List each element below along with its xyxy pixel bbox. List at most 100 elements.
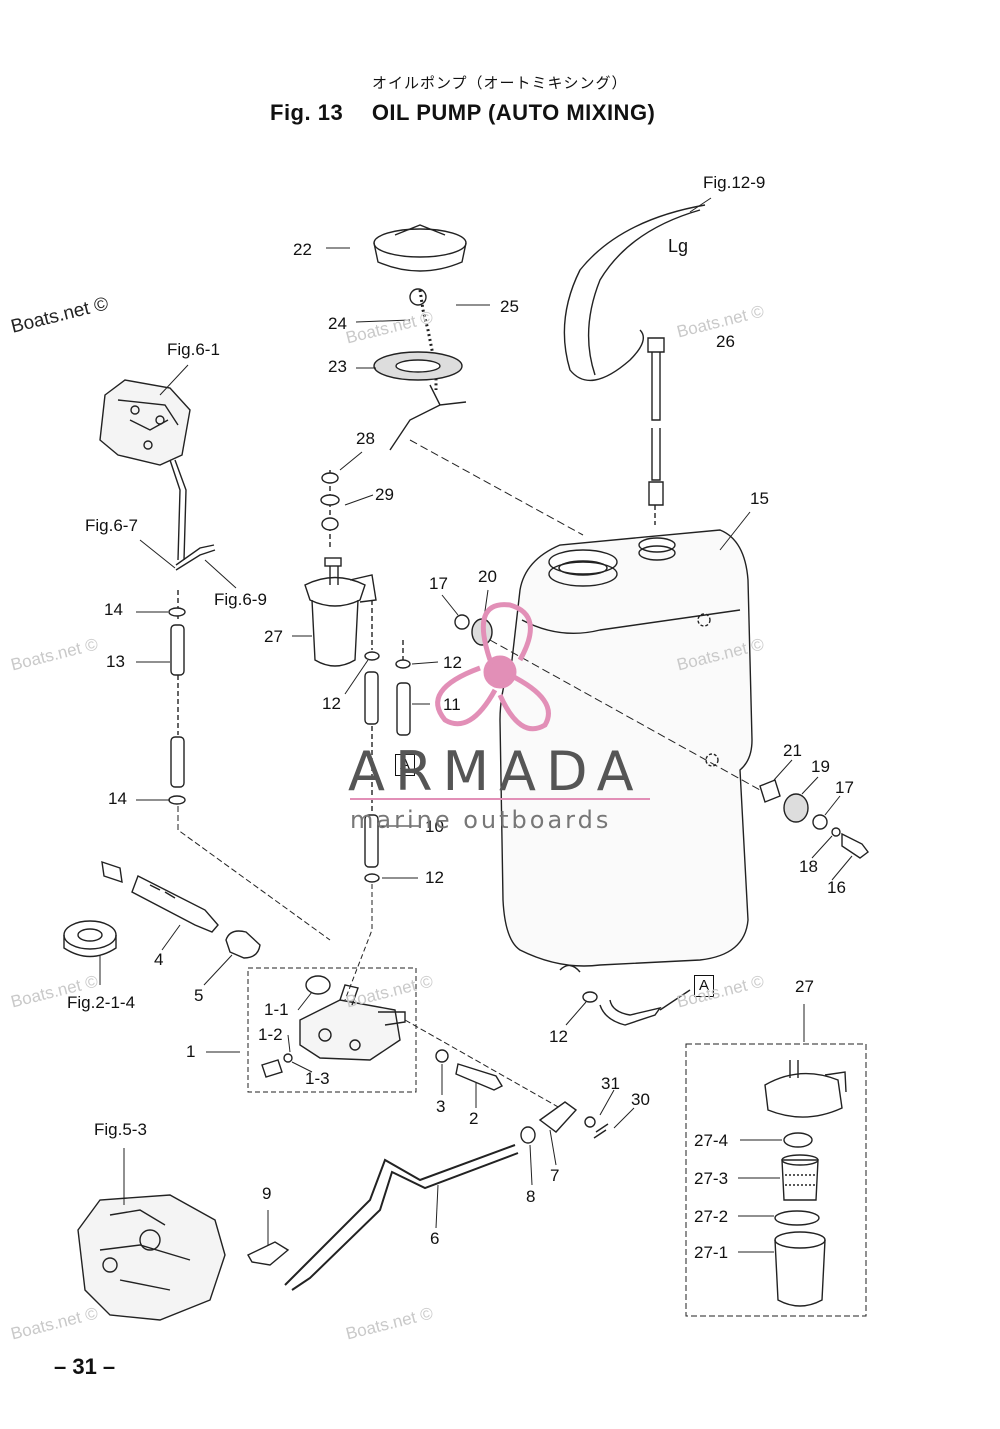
part-label-25: 25 [500,297,519,316]
oil-cap [373,228,467,258]
figure-title: Fig. 13 OIL PUMP (AUTO MIXING) [270,100,655,126]
hose-clip-upper [168,607,186,617]
part-label-12-c: 12 [425,868,444,887]
part-label-26: 26 [716,332,735,351]
figure-number: Fig. 13 [270,100,344,125]
part-label-29: 29 [375,485,394,504]
filter-cup [774,1239,826,1307]
part-label-17-lower: 17 [835,778,854,797]
carburetor [77,1194,226,1321]
filter-assembly-box [685,1043,867,1317]
bolt-16 [841,832,869,859]
part-label-1-1: 1-1 [264,1000,289,1019]
ref-fig6-7: Fig.6-7 [85,516,138,535]
marker-a-upper: A [395,754,415,776]
ref-fig6-1: Fig.6-1 [167,340,220,359]
pump-drive-shaft-4 [131,875,219,933]
part-label-1: 1 [186,1042,196,1061]
logo-divider [350,798,650,800]
part-label-2: 2 [469,1109,479,1128]
part-label-1-2: 1-2 [258,1025,283,1044]
armada-propeller-logo [435,602,551,732]
part-label-20: 20 [478,567,497,586]
part-label-27-2: 27-2 [694,1207,729,1226]
strainer-wire [389,384,467,451]
japanese-title: オイルポンプ（オートミキシング） [372,74,628,92]
part-label-5: 5 [194,986,204,1005]
joint-7 [538,1101,578,1133]
part-label-27-1: 27-1 [694,1243,729,1262]
oil-pump-body [299,999,401,1061]
logo-tagline: marine outboards [350,806,612,834]
filter-element [781,1159,819,1201]
filter-head [764,1072,843,1118]
oil-seal [63,920,117,950]
part-label-21: 21 [783,741,802,760]
clip-9 [247,1241,290,1266]
pump-assembly-box [247,967,417,1093]
part-label-11: 11 [443,695,461,714]
part-label-7: 7 [550,1166,560,1185]
oil-filter-upper [304,576,366,607]
ref-fig5-3: Fig.5-3 [94,1120,147,1139]
part-label-14-upper: 14 [104,600,123,619]
part-label-15: 15 [750,489,769,508]
logo-wordmark: ARMADA [348,740,644,803]
tank-level-port [638,537,676,553]
part-label-12-d: 12 [549,1027,568,1046]
part-label-6: 6 [430,1229,440,1248]
part-label-4: 4 [154,950,164,969]
ref-fig12-9: Fig.12-9 [703,173,766,192]
o-ring-1-1 [305,975,331,995]
part-label-13: 13 [106,652,125,671]
part-label-1-3: 1-3 [305,1069,330,1088]
oil-hose-6 [284,1144,516,1286]
fitting-21 [759,779,781,803]
figure-caption: OIL PUMP (AUTO MIXING) [371,100,656,125]
oil-tank-body [499,529,753,967]
ref-lg: Lg [668,236,689,256]
part-label-3: 3 [436,1097,446,1116]
grommet-19 [783,793,809,823]
return-hose [599,999,662,1026]
part-label-16: 16 [827,878,846,897]
bushing-5 [225,930,261,959]
o-ring-27-4 [783,1132,813,1148]
part-label-22: 22 [293,240,312,259]
hose-10 [364,814,379,868]
part-label-24: 24 [328,314,347,333]
ref-fig6-9: Fig.6-9 [214,590,267,609]
part-label-19: 19 [811,757,830,776]
page-number: – 31 – [54,1354,116,1379]
part-label-10: 10 [425,817,444,836]
part-label-8: 8 [526,1187,536,1206]
part-label-17-upper: 17 [429,574,448,593]
part-label-27-lower: 27 [795,977,814,996]
part-label-14-lower: 14 [108,789,127,808]
level-sensor [647,337,665,353]
marker-a-lower: A [694,975,714,997]
hose-center-upper [364,671,379,725]
part-label-9: 9 [262,1184,272,1203]
part-label-18: 18 [799,857,818,876]
filter-cup-top [774,1210,820,1226]
ref-fig2-1-4: Fig.2-1-4 [67,993,136,1012]
cap-chain [418,289,438,390]
part-label-30: 30 [631,1090,650,1109]
part-label-31: 31 [601,1074,620,1093]
part-label-12-a: 12 [443,653,462,672]
cylinder-head [99,379,191,466]
hose-clip-lower [168,795,186,805]
part-label-27-4: 27-4 [694,1131,729,1150]
part-label-27-upper: 27 [264,627,283,646]
sensor-wire [563,204,706,382]
pin-2 [455,1063,503,1091]
drive-gear [101,860,123,884]
part-label-27-3: 27-3 [694,1169,729,1188]
hose-11 [396,682,411,736]
hose-13 [170,624,185,676]
part-label-23: 23 [328,357,347,376]
part-label-12-b: 12 [322,694,341,713]
